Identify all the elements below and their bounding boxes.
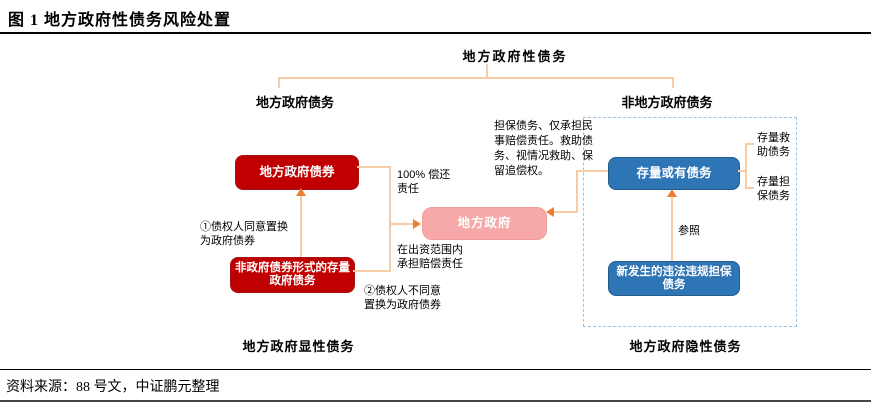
gov-right-arrow [546,207,554,217]
connector-swap-line [300,196,302,257]
branch-left-label: 地方政府债务 [255,95,334,110]
branch-right-label: 非地方政府债务 [621,95,713,110]
connector-left-vertical [389,166,391,272]
root-node-label: 地方政府性债务 [462,49,568,64]
note-swap-disagree: ②债权人不同意 置换为政府债券 [364,285,441,311]
gov-left-arrow [413,219,421,229]
label-implicit-debt: 地方政府隐性债务 [629,339,742,354]
note-guarantee-rescue: 担保债务、仅承担民 事赔偿责任。救助债 务、视情况救助、保 留追偿权。 [494,120,593,177]
connector-into-gov-right [554,211,578,213]
tree-line-left-drop [278,77,280,88]
footer-divider [0,369,871,370]
tree-line-horizontal [278,77,674,79]
box-stock-contingent-debt: 存量或有债务 [608,157,740,190]
bracket-bottom-arm [745,187,754,189]
note-compensation-scope: 在出资范围内 承担赔偿责任 [397,244,463,270]
connector-into-gov-left [391,223,414,225]
connector-right-vertical [576,170,578,213]
swap-up-arrow [296,188,306,196]
reference-up-arrow [667,189,677,197]
title-divider [0,32,871,34]
connector-reference-line [671,197,673,261]
bracket-vertical [745,143,747,189]
bottom-border [0,400,871,402]
note-full-repayment: 100% 偿还 责任 [397,169,451,195]
label-explicit-debt: 地方政府显性债务 [242,339,355,354]
box-local-government: 地方政府 [422,207,547,240]
source-note: 资料来源：88 号文，中证鹏元整理 [6,380,220,395]
connector-contingent-left [577,170,608,172]
bracket-stem [738,170,747,172]
label-stock-guarantee-debt: 存量担 保债务 [757,176,790,202]
box-non-bond-stock-debt: 非政府债券形式的存量 政府债务 [230,257,355,293]
figure-title: 图 1 地方政府性债务风险处置 [8,12,232,29]
box-new-illegal-guarantee-debt: 新发生的违法违规担保 债务 [608,261,740,296]
note-swap-agree: ①债权人同意置换 为政府债券 [200,221,288,247]
connector-stock-right [353,270,391,272]
implicit-debt-dashed-region [583,117,797,327]
bracket-top-arm [745,143,754,145]
tree-line-right-drop [672,77,674,88]
tree-line-root-drop [486,64,488,78]
note-reference: 参照 [678,225,700,237]
connector-bonds-right [357,166,390,168]
box-local-government-bonds: 地方政府债券 [235,155,359,190]
label-stock-rescue-debt: 存量救 助债务 [757,132,790,158]
